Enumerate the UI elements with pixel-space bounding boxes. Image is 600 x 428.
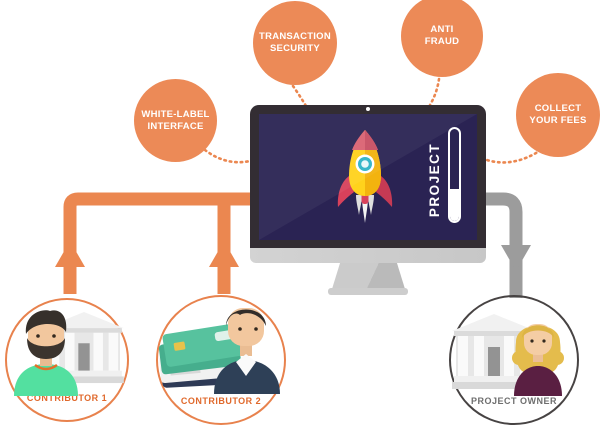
funding-progress-bar: [448, 127, 461, 223]
feature-bubble-transaction-security: TRANSACTION SECURITY: [253, 1, 337, 85]
monitor-screen: PROJECT: [259, 114, 477, 240]
bubble-label: WHITE-LABEL INTERFACE: [141, 108, 210, 132]
feature-bubble-collect-your-fees: COLLECT YOUR FEES: [516, 73, 600, 157]
feature-bubble-white-label-interface: WHITE-LABEL INTERFACE: [134, 79, 217, 162]
progress-fill: [450, 188, 459, 221]
contributor-1-label: CONTRIBUTOR 1: [26, 393, 108, 403]
bubble-label: TRANSACTION SECURITY: [259, 31, 331, 54]
monitor-chin: [250, 248, 486, 263]
monitor-stand: [332, 263, 405, 289]
connector-transaction-security: [291, 84, 308, 108]
arrow-down-icon: [501, 245, 531, 271]
connector-white-label: [203, 148, 252, 164]
owner-flow-arrow: [484, 192, 531, 298]
connector-anti-fraud: [428, 77, 441, 107]
dotted-connectors: [203, 77, 543, 164]
monitor-base: [328, 288, 408, 295]
camera-dot-icon: [366, 107, 370, 111]
project-owner-circle: PROJECT OWNER: [449, 295, 579, 425]
arrow-up-icon: [55, 241, 85, 267]
contributor-1-circle: CONTRIBUTOR 1: [5, 298, 129, 422]
project-owner-illustration: [452, 314, 564, 396]
rocket-icon: [337, 130, 393, 223]
woman-icon: [512, 324, 564, 396]
bubble-label: COLLECT YOUR FEES: [529, 103, 587, 126]
contributor-flow-arrow: [55, 192, 253, 294]
monitor: PROJECT: [250, 105, 486, 248]
suit-man-icon: [214, 308, 280, 394]
connector-collect-fees: [485, 148, 543, 164]
project-owner-label: PROJECT OWNER: [470, 396, 557, 406]
contributor-2-illustration: [158, 308, 280, 394]
project-label: PROJECT: [427, 142, 442, 218]
contributor-1-illustration: [14, 310, 124, 396]
bearded-man-icon: [14, 310, 78, 396]
arrow-up-icon: [209, 241, 239, 267]
feature-bubble-anti-fraud: ANTI FRAUD: [401, 0, 483, 77]
contributor-2-label: CONTRIBUTOR 2: [180, 396, 262, 406]
contributor-2-circle: CONTRIBUTOR 2: [156, 295, 286, 425]
bubble-label: ANTI FRAUD: [424, 24, 460, 47]
